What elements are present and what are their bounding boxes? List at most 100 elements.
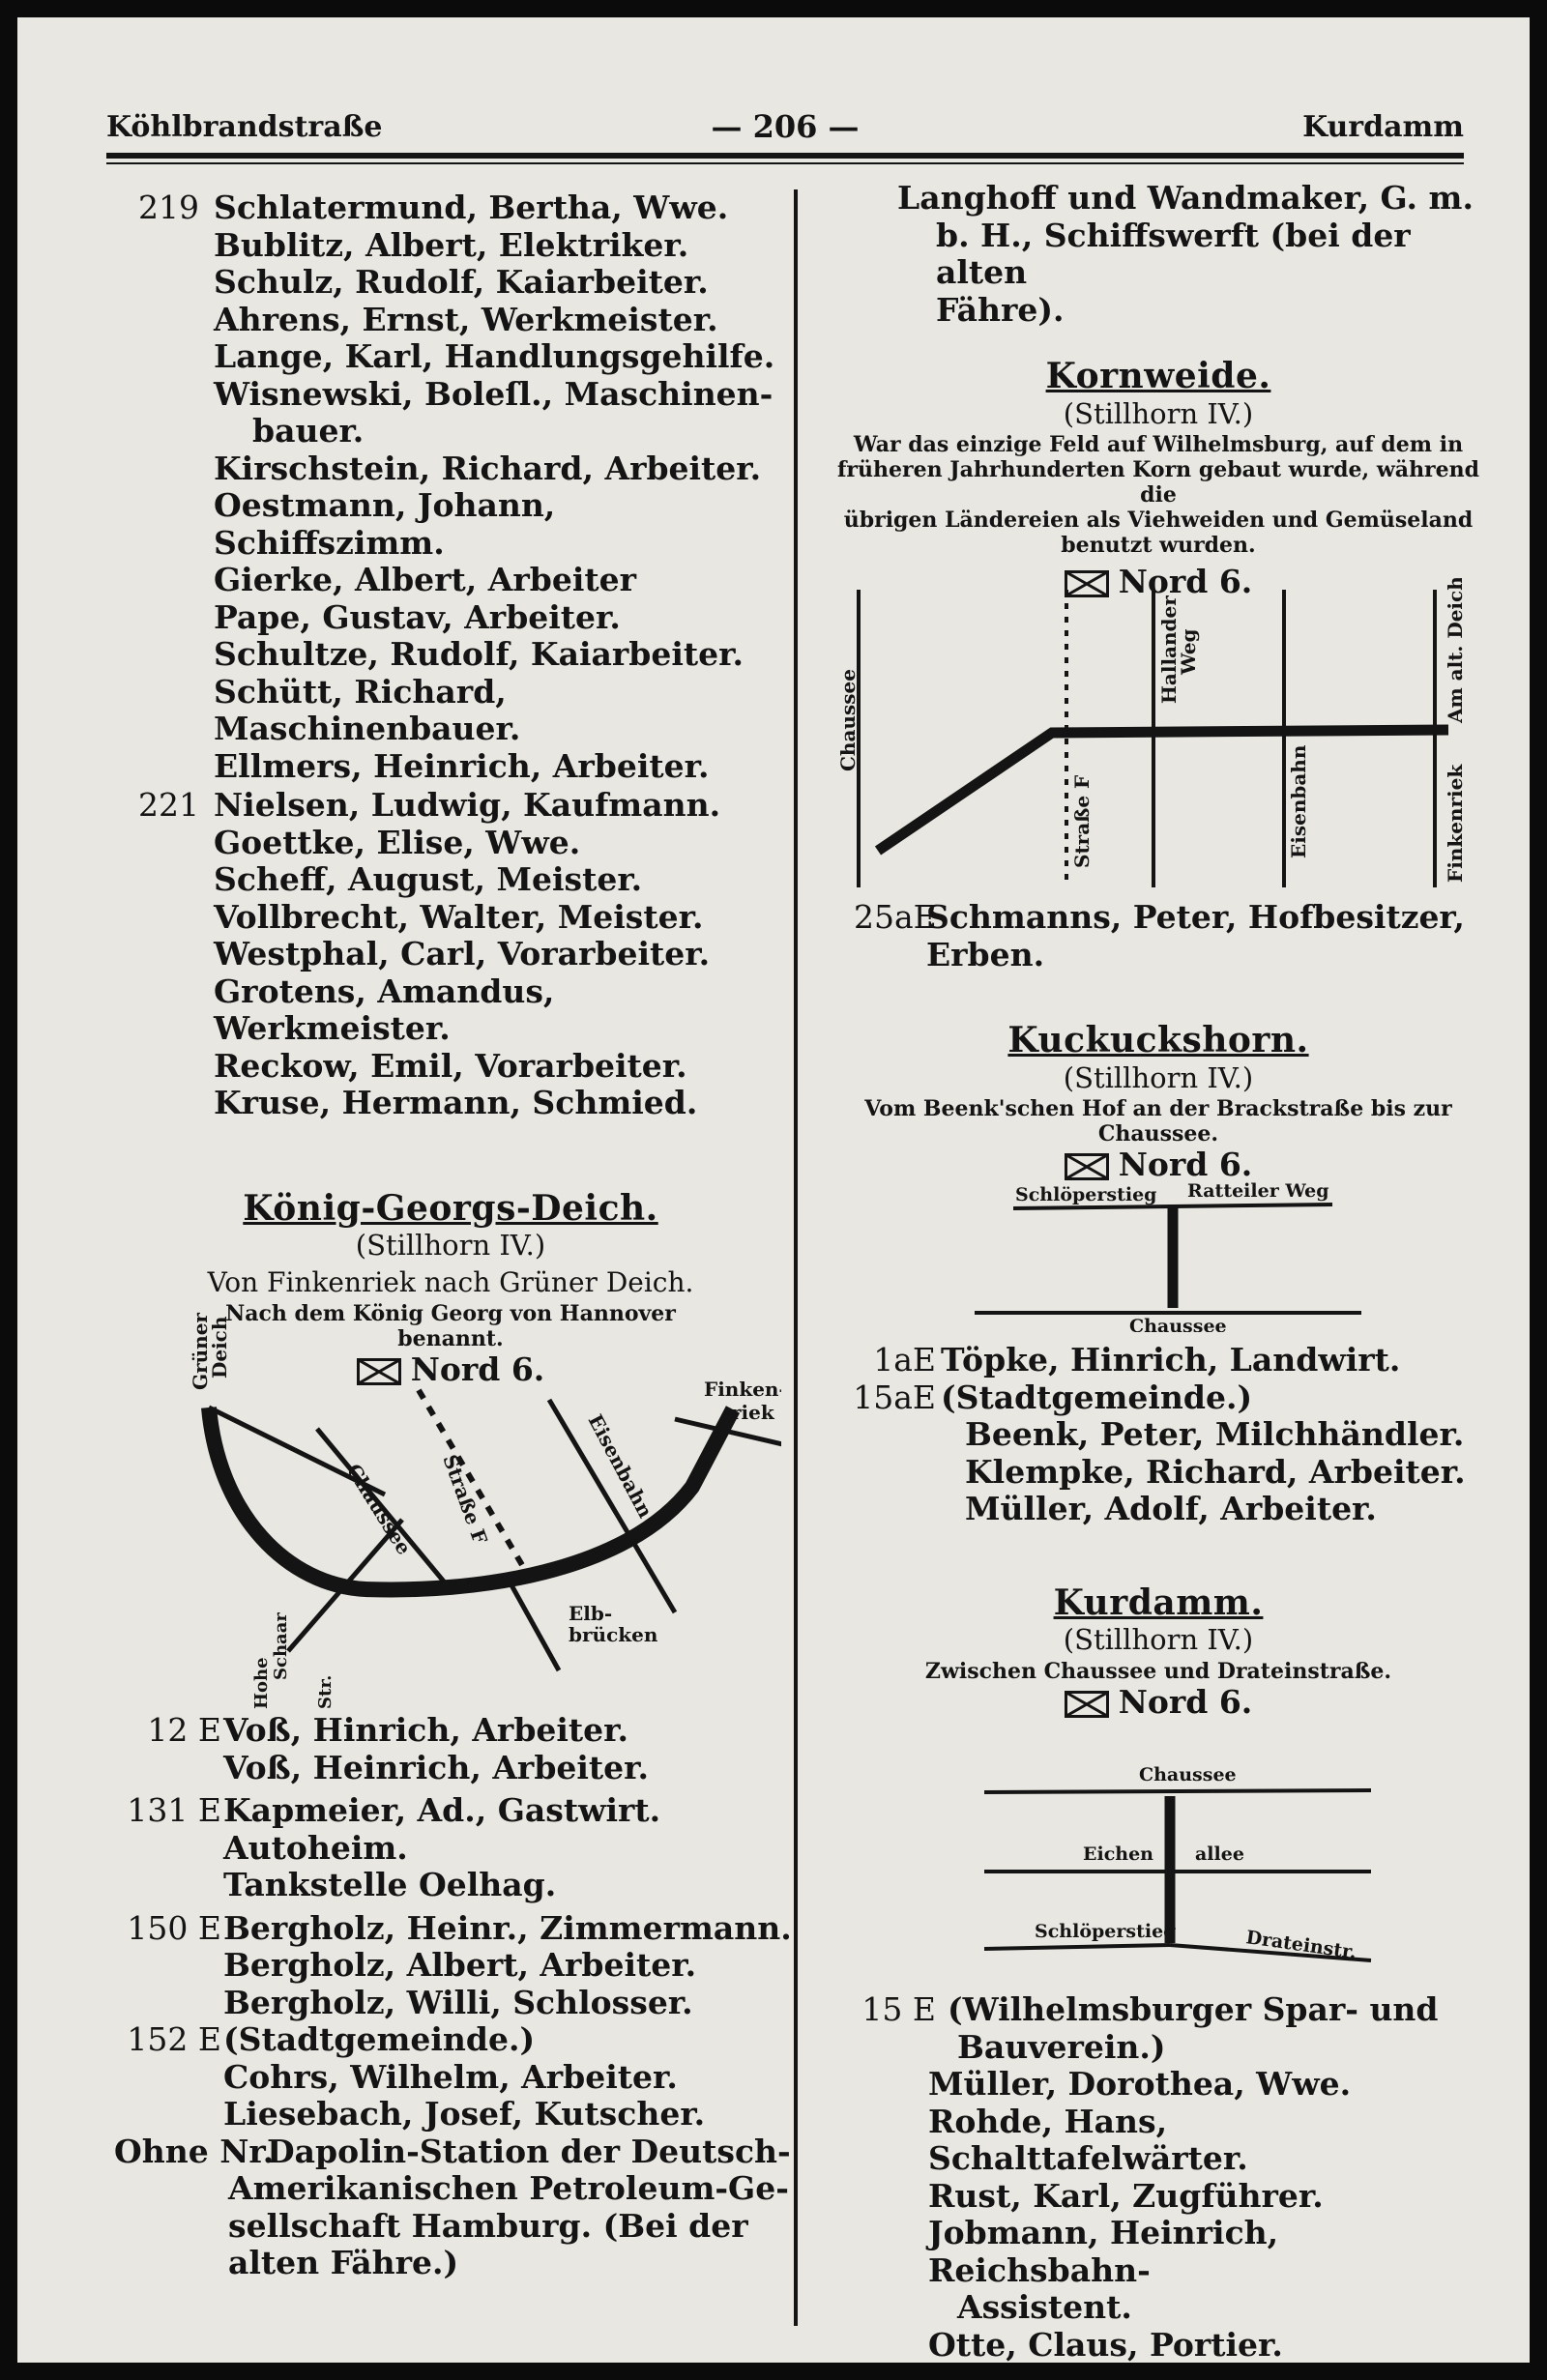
map-kurdamm: Chaussee Eichen allee Schlöperstieg Drat… <box>983 1764 1372 1963</box>
resident-line: alten Fähre.) <box>228 2244 459 2281</box>
resident-line: Reckow, Emil, Vorarbeiter. <box>214 1046 687 1085</box>
map-road-strasse-f <box>416 1388 528 1572</box>
right-column-lower: 1aE Töpke, Hinrich, Landwirt. 15aE (Stad… <box>830 1341 1487 1722</box>
resident-line: Autoheim. <box>223 1828 408 1867</box>
district: (Stillhorn IV.) <box>1063 396 1254 430</box>
street-note-line: War das einzige Feld auf Wilhelmsburg, a… <box>853 432 1464 457</box>
column-divider <box>794 189 798 2326</box>
entry-ohne-nr: Ohne Nr. Dapolin-Station der Deutsch- Am… <box>114 2132 799 2282</box>
header-right-street: Kurdamm <box>1302 110 1464 144</box>
map-road-chaussee <box>315 1427 451 1589</box>
section-kurdamm: Kurdamm. (Stillhorn IV.) Zwischen Chauss… <box>830 1582 1487 1722</box>
street-title: Kurdamm. <box>1053 1582 1264 1623</box>
street-note-line: übrigen Ländereien als Viehweiden und Ge… <box>843 508 1474 533</box>
street-note-line: benutzt wurden. <box>1061 533 1256 558</box>
house-number: 221 <box>138 786 199 824</box>
right-column: Langhoff und Wandmaker, G. m. b. H., Sch… <box>830 179 1487 601</box>
page-header: Köhlbrandstraße — 206 — Kurdamm <box>106 102 1464 153</box>
resident-line: Schmanns, Peter, Hofbesitzer, <box>926 898 1465 936</box>
map-road-elbbruecken <box>508 1582 562 1672</box>
map-road-finkenriek <box>674 1416 781 1447</box>
postal-district: Nord 6. <box>830 1683 1487 1722</box>
house-entry-150: 150 E Bergholz, Heinr., Zimmermann. Berg… <box>122 1908 799 2022</box>
map-label-str: Str. <box>315 1675 336 1709</box>
resident-line: Westphal, Carl, Vorarbeiter. <box>214 935 711 972</box>
house-group-221: 221 Nielsen, Ludwig, Kaufmann. Goettke, … <box>122 786 779 1122</box>
resident-line: Schultze, Rudolf, Kaiarbeiter. <box>214 635 744 673</box>
map-koenig-georgs-deich: Grüner Deich Chaussee Straße F Eisenbahn… <box>189 1313 781 1709</box>
map-label-strasse-f: Straße F <box>1070 775 1094 868</box>
house-entry-152: 152 E (Stadtgemeinde.) Cohrs, Wilhelm, A… <box>122 2020 799 2133</box>
section-kornweide: Kornweide. (Stillhorn IV.) War das einzi… <box>830 358 1487 601</box>
resident-line: (Stadtgemeinde.) <box>941 1378 1253 1416</box>
map-label-gruener: Grüner <box>189 1313 212 1390</box>
resident-line: Bergholz, Heinr., Zimmermann. <box>223 1908 792 1947</box>
header-left-street: Köhlbrandstraße <box>106 110 383 144</box>
map-label-finken: Finken- <box>704 1378 781 1401</box>
resident-line: Amerikanischen Petroleum-Ge- <box>228 2169 789 2207</box>
resident-line: Ahrens, Ernst, Werkmeister. <box>214 300 718 338</box>
house-number: 15 E <box>861 1990 936 2028</box>
street-title: König-Georgs-Deich. <box>243 1187 658 1229</box>
envelope-icon <box>1064 570 1109 597</box>
house-number: 152 E <box>127 2020 221 2058</box>
postal-district: Nord 6. <box>180 1350 721 1389</box>
postal-label: Nord 6. <box>1118 1146 1253 1183</box>
resident-line-continued: Bauverein.) <box>957 2027 1166 2066</box>
map-label-eichen: Eichen <box>1083 1843 1153 1865</box>
map-label-chaussee: Chaussee <box>836 669 860 771</box>
street-title: Kuckuckshorn. <box>1007 1020 1309 1060</box>
resident-line: Voß, Heinrich, Arbeiter. <box>223 1748 650 1786</box>
map-road-deich <box>201 1406 741 1598</box>
map-label-strasse-f: Straße F <box>438 1452 491 1548</box>
map-road-eisenbahn <box>546 1398 678 1614</box>
resident-line: Grotens, Amandus, Werkmeister. <box>214 972 555 1047</box>
district: (Stillhorn IV.) <box>355 1229 546 1262</box>
resident-line: Gierke, Albert, Arbeiter <box>214 561 636 598</box>
street-note: Zwischen Chaussee und Drateinstraße. <box>924 1658 1392 1684</box>
envelope-icon <box>356 1358 401 1385</box>
map-label-hohe: Hohe <box>251 1657 272 1709</box>
map-kuckuckshorn: Schlöperstieg Ratteiler Weg Chaussee <box>975 1180 1361 1332</box>
street-note: Nach dem König Georg von Hannover benann… <box>225 1301 676 1351</box>
header-rule <box>106 153 1464 159</box>
house-number: 12 E <box>147 1711 221 1749</box>
resident-line: Tankstelle Oelhag. <box>223 1866 557 1903</box>
resident-line: Rohde, Hans, Schalttafelwärter. <box>928 2102 1248 2177</box>
house-entry-15E: 15 E (Wilhelmsburger Spar- und Bauverein… <box>830 1990 1487 2364</box>
map-label-chaussee: Chaussee <box>1139 1764 1237 1785</box>
map-label-finkenriek: Finkenriek <box>1444 764 1467 883</box>
map-label-riek: riek <box>731 1401 775 1424</box>
resident-line: Liesebach, Josef, Kutscher. <box>223 2095 706 2133</box>
resident-line: Voß, Hinrich, Arbeiter. <box>223 1711 629 1749</box>
house-entry-25aE: 25aE Schmanns, Peter, Hofbesitzer, Erben… <box>830 898 1487 973</box>
resident-line: Bublitz, Albert, Elektriker. <box>214 225 689 264</box>
resident-line: Oestmann, Johann, Schiffszimm. <box>214 486 556 562</box>
resident-line: Goettke, Elise, Wwe. <box>214 823 581 861</box>
section-koenig-georgs-deich: König-Georgs-Deich. (Stillhorn IV.) Von … <box>122 1187 721 1389</box>
resident-line: Bergholz, Willi, Schlosser. <box>223 1983 693 2021</box>
street-title: Kornweide. <box>1045 356 1271 396</box>
street-description: Von Finkenriek nach Grüner Deich. <box>207 1265 694 1298</box>
postal-district: Nord 6. <box>830 563 1487 601</box>
envelope-icon <box>1064 1690 1109 1718</box>
house-entry-15aE: 15aE (Stadtgemeinde.) Beenk, Peter, Milc… <box>830 1379 1487 1528</box>
section-kuckuckshorn: Kuckuckshorn. (Stillhorn IV.) Vom Beenk'… <box>830 1022 1487 1184</box>
house-entry-1aE: 1aE Töpke, Hinrich, Landwirt. <box>830 1341 1487 1379</box>
map-label-ratteiler-weg: Ratteiler Weg <box>1187 1180 1329 1202</box>
resident-line: Lange, Karl, Handlungsgehilfe. <box>214 337 775 375</box>
page-number: — 206 — <box>711 108 860 145</box>
resident-line: Bergholz, Albert, Arbeiter. <box>223 1946 697 1984</box>
resident-line: Ellmers, Heinrich, Arbeiter. <box>214 746 710 785</box>
resident-line-continued: Assistent. <box>957 2288 1132 2326</box>
left-bottom-entries: 12 E Voß, Hinrich, Arbeiter. Voß, Heinri… <box>114 1711 799 2282</box>
map-label-schloeperstieg: Schlöperstieg <box>1015 1184 1156 1205</box>
continued-line: Langhoff und Wandmaker, G. m. <box>897 179 1474 217</box>
resident-line-continued: bauer. <box>252 412 365 450</box>
resident-line: Dapolin-Station der Deutsch- <box>267 2132 791 2170</box>
house-entry-131: 131 E Kapmeier, Ad., Gastwirt. Autoheim.… <box>122 1791 799 1904</box>
map-label-hallander: Hallander <box>1157 595 1181 704</box>
map-road-gruener-deich <box>207 1405 387 1497</box>
district: (Stillhorn IV.) <box>1063 1623 1254 1656</box>
house-number: 150 E <box>127 1908 221 1947</box>
